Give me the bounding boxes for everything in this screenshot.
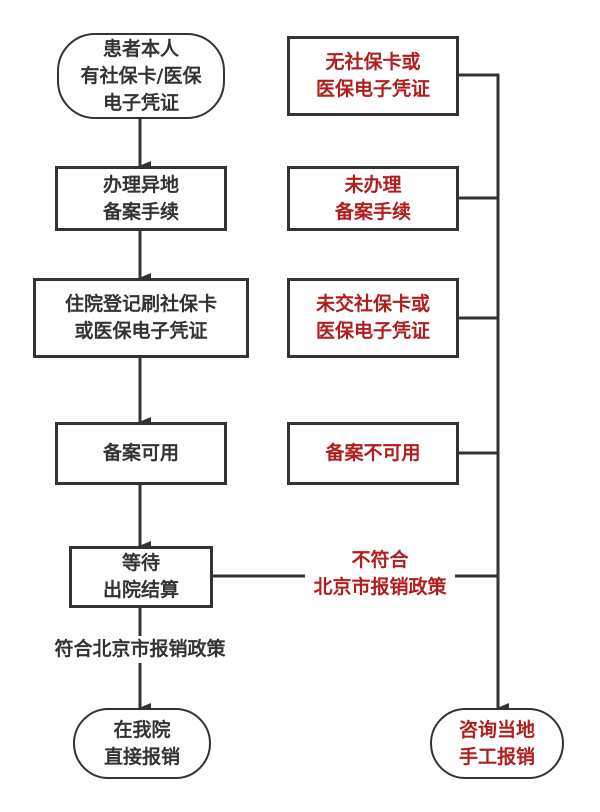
start-node-line-3: 电子凭证: [102, 91, 179, 114]
condition-card-not-submitted: 未交社保卡或 医保电子凭证: [287, 278, 459, 358]
start-node-line-1: 患者本人: [102, 37, 179, 60]
step-filing-available: 备案可用: [55, 422, 227, 485]
branch-label-eligible: 符合北京市报销政策: [40, 636, 240, 663]
cond2-line-1: 未办理: [344, 173, 402, 196]
end-left-line-2: 直接报销: [103, 745, 180, 768]
step3-line-1: 备案可用: [102, 442, 179, 464]
step-register-remote-filing: 办理异地 备案手续: [55, 166, 227, 231]
condition-no-card: 无社保卡或 医保电子凭证: [287, 36, 459, 116]
cond1-line-1: 无社保卡或: [325, 51, 421, 73]
end-right-line-2: 手工报销: [458, 745, 535, 768]
step1-line-2: 备案手续: [102, 200, 179, 223]
condition-no-filing: 未办理 备案手续: [287, 166, 459, 231]
cond3-line-1: 未交社保卡或: [315, 293, 430, 315]
condition-filing-unavailable: 备案不可用: [287, 422, 459, 485]
start-node: 患者本人 有社保卡/医保 电子凭证: [57, 33, 225, 119]
step-await-discharge-settlement: 等待 出院结算: [69, 546, 213, 608]
start-node-line-2: 有社保卡/医保: [80, 64, 202, 87]
end-node-local-manual-reimbursement: 咨询当地 手工报销: [430, 708, 564, 779]
step-admission-swipe-card: 住院登记刷社保卡 或医保电子凭证: [33, 278, 249, 358]
step1-line-1: 办理异地: [102, 173, 179, 196]
branch-label-not-eligible: 不符合 北京市报销政策: [305, 547, 455, 601]
cond2-line-2: 备案手续: [334, 200, 411, 223]
cond1-line-2: 医保电子凭证: [315, 78, 430, 100]
step2-line-1: 住院登记刷社保卡: [64, 293, 217, 315]
step4-line-1: 等待: [121, 552, 160, 574]
cond3-line-2: 医保电子凭证: [315, 320, 430, 342]
step4-line-2: 出院结算: [102, 579, 179, 601]
step2-line-2: 或医保电子凭证: [74, 320, 208, 342]
cond4-line-1: 备案不可用: [325, 442, 421, 464]
end-left-line-1: 在我院: [113, 718, 171, 741]
end-node-direct-reimbursement: 在我院 直接报销: [73, 708, 211, 779]
end-right-line-1: 咨询当地: [458, 718, 535, 741]
